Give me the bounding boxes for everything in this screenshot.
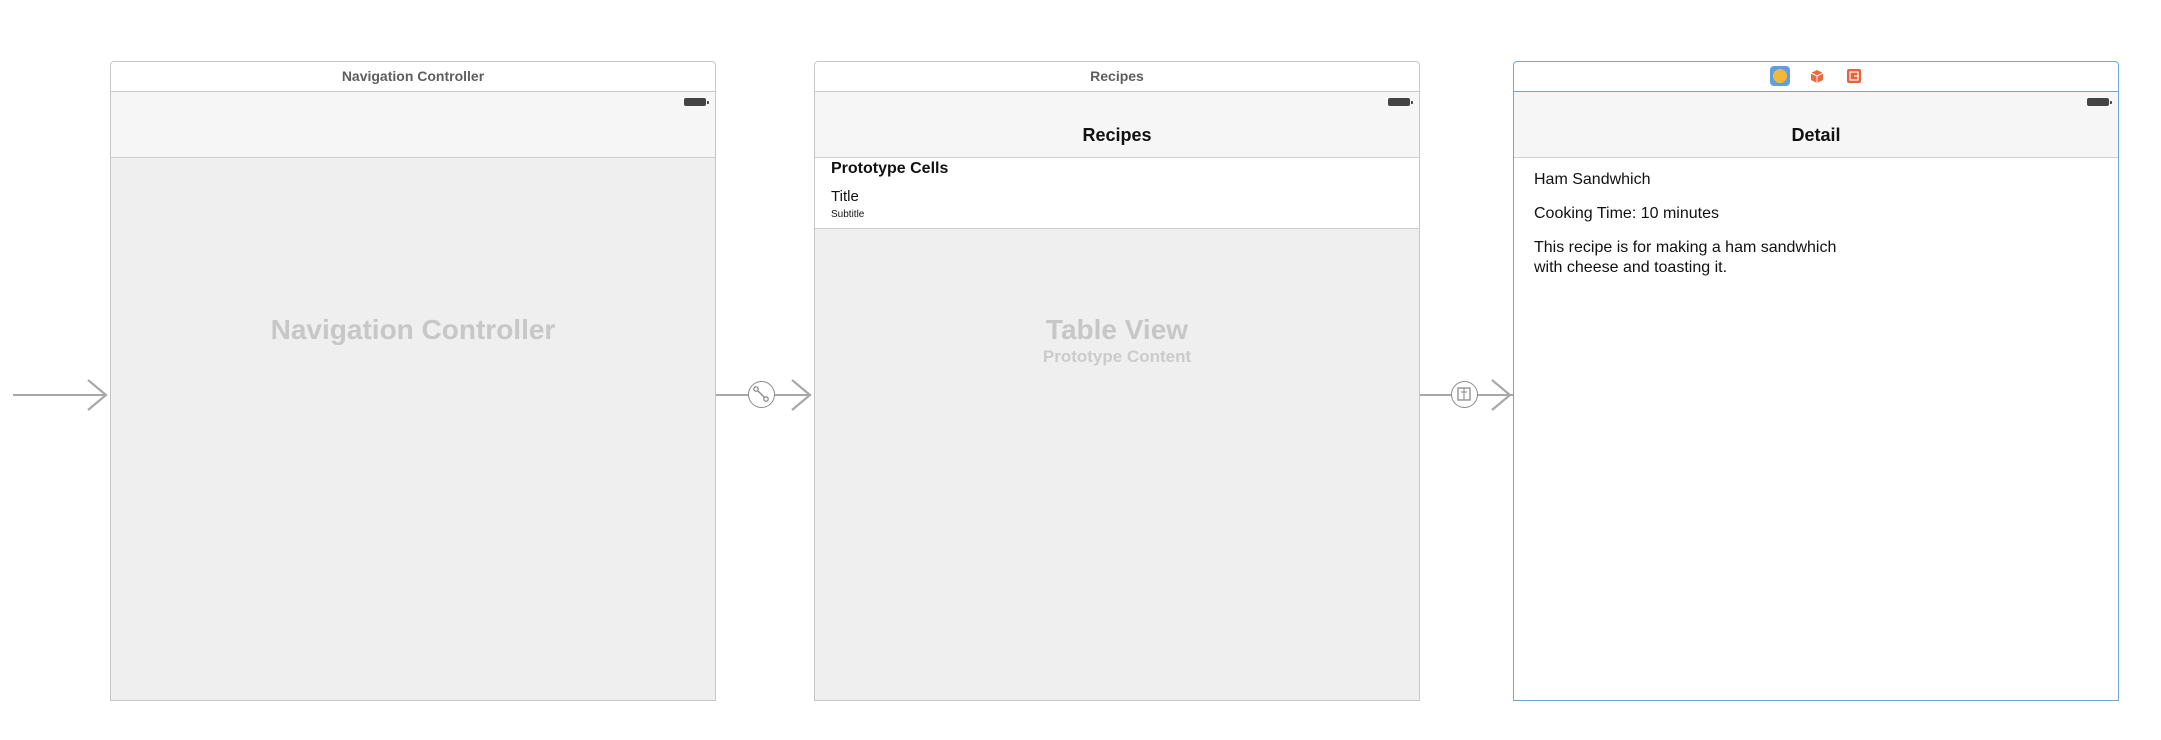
- navigation-title[interactable]: Detail: [1791, 125, 1841, 145]
- section-header: Prototype Cells: [831, 160, 949, 177]
- cooking-time-label[interactable]: Cooking Time: 10 minutes: [1534, 205, 1719, 222]
- navigation-bar[interactable]: Recipes: [815, 92, 1419, 158]
- battery-icon: [1388, 98, 1413, 106]
- detail-view[interactable]: Detail Ham Sandwhich Cooking Time: 10 mi…: [1513, 92, 2119, 701]
- navigation-title[interactable]: Recipes: [1082, 125, 1152, 145]
- view-controller-icon[interactable]: [1770, 66, 1790, 86]
- show-segue-icon[interactable]: [1451, 381, 1478, 408]
- prototype-cells-section[interactable]: Prototype Cells Title Subtitle: [815, 158, 1419, 229]
- battery-icon: [2087, 98, 2112, 106]
- segue-arrow-icon: [791, 379, 812, 411]
- recipe-name-label[interactable]: Ham Sandwhich: [1534, 171, 1651, 188]
- segue-arrow-icon: [1491, 379, 1512, 411]
- table-view[interactable]: Recipes Prototype Cells Title Subtitle T…: [814, 92, 1420, 701]
- navigation-controller-scene[interactable]: Navigation Controller Navigation Control…: [110, 61, 716, 701]
- detail-scene[interactable]: Detail Ham Sandwhich Cooking Time: 10 mi…: [1513, 61, 2119, 701]
- scene-title[interactable]: Recipes: [814, 61, 1420, 92]
- navigation-bar[interactable]: Detail: [1514, 92, 2118, 158]
- first-responder-icon[interactable]: [1807, 66, 1827, 86]
- cell-title-label[interactable]: Title: [831, 188, 859, 205]
- navigation-controller-view[interactable]: Navigation Controller: [110, 92, 716, 701]
- battery-icon: [684, 98, 709, 106]
- navigation-controller-placeholder: Navigation Controller: [270, 314, 556, 345]
- relationship-segue-icon[interactable]: [748, 381, 775, 408]
- navigation-bar[interactable]: [111, 92, 715, 158]
- cell-subtitle-label[interactable]: Subtitle: [831, 209, 865, 220]
- scene-title[interactable]: Navigation Controller: [110, 61, 716, 92]
- exit-icon[interactable]: [1844, 66, 1864, 86]
- scene-dock[interactable]: [1513, 61, 2119, 92]
- prototype-content-placeholder: Prototype Content: [1042, 347, 1192, 366]
- recipes-scene[interactable]: Recipes Recipes Prototype Cells Title Su…: [814, 61, 1420, 701]
- recipe-description-label[interactable]: This recipe is for making a ham sandwhic…: [1534, 239, 1837, 276]
- table-view-placeholder: Table View: [1045, 314, 1189, 345]
